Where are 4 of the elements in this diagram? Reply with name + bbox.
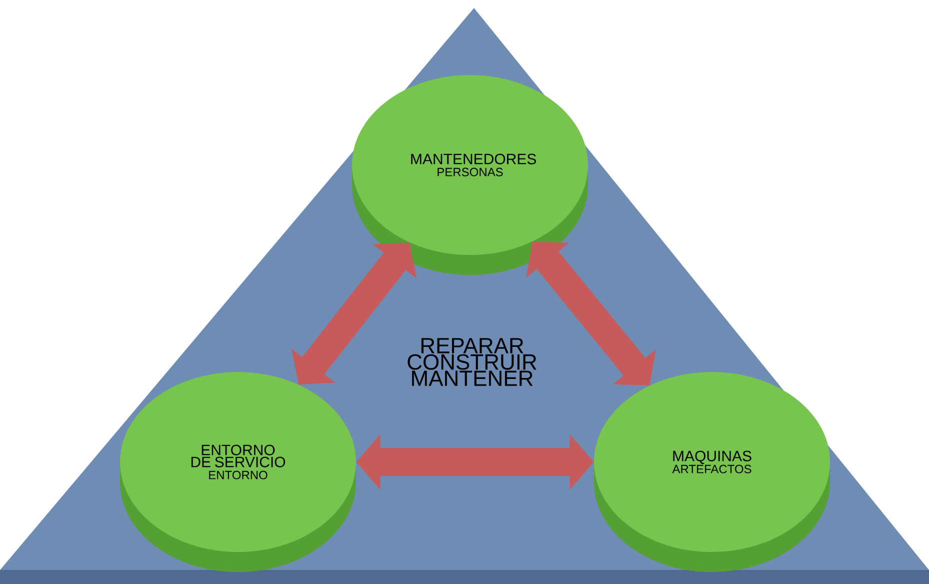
cylinder: MAQUINAS ARTEFACTOS	[594, 372, 830, 572]
cylinder: ENTORNO DE SERVICIO ENTORNO	[120, 372, 356, 572]
cylinder: MANTENEDORES PERSONAS	[352, 75, 588, 275]
double-arrow	[526, 242, 656, 386]
